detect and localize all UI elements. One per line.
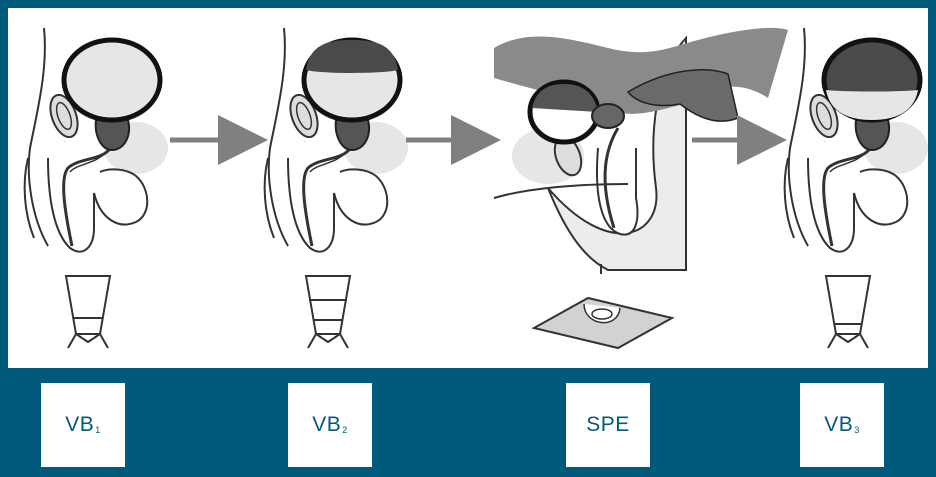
illustration-panel [8,8,928,368]
label-spe-main: SPE [586,413,630,437]
anatomy-vb3-icon [785,28,928,252]
glass-slide-icon [534,298,672,348]
anatomy-spe-icon [494,28,788,270]
label-vb1-main: VB [65,413,94,437]
label-vb3-main: VB [824,413,853,437]
urine-cup-vb1-icon [66,276,110,348]
label-vb3-sub: 3 [854,425,860,435]
procedure-diagram [8,8,928,368]
label-vb1-sub: 1 [95,425,101,435]
label-spe: SPE [566,383,650,467]
anatomy-vb2-icon [265,28,408,252]
label-vb2-main: VB [312,413,341,437]
urine-cup-vb3-icon [826,276,870,348]
anatomy-vb1-icon [25,28,168,252]
label-vb2-sub: 2 [342,425,348,435]
urine-cup-vb2-icon [306,276,350,348]
